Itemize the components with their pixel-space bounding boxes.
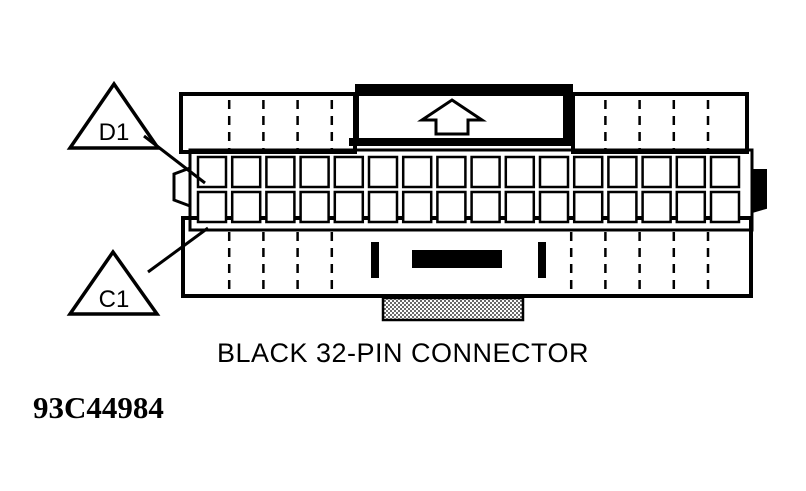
pin-cavity bbox=[299, 155, 330, 189]
pin-cavity bbox=[230, 190, 262, 224]
pin-cavity bbox=[299, 190, 330, 224]
base-strip bbox=[381, 296, 525, 322]
pin-cavity bbox=[538, 155, 570, 189]
left-key bbox=[371, 242, 379, 278]
right-key bbox=[538, 242, 546, 278]
right-latch bbox=[751, 169, 767, 214]
callout-d1: D1 bbox=[66, 80, 206, 185]
callout-c1-label: C1 bbox=[99, 286, 130, 313]
pin-cavity bbox=[333, 155, 365, 189]
pin-cavity bbox=[230, 155, 262, 189]
pin-cavity bbox=[675, 190, 707, 224]
pin-cavity bbox=[504, 155, 536, 189]
pin-cavity bbox=[436, 155, 467, 189]
pin-cavity bbox=[265, 155, 296, 189]
pin-cavity bbox=[367, 190, 399, 224]
pin-cavity bbox=[641, 155, 672, 189]
pin-cavity bbox=[436, 190, 467, 224]
pin-cavity bbox=[675, 155, 707, 189]
up-arrow-icon bbox=[417, 98, 487, 136]
callout-d1-label: D1 bbox=[99, 119, 130, 146]
pin-cavity bbox=[333, 190, 365, 224]
pin-cavity bbox=[572, 190, 604, 224]
pin-cavity bbox=[470, 190, 501, 224]
pin-cavity bbox=[401, 155, 433, 189]
connector-caption: BLACK 32-PIN CONNECTOR bbox=[216, 338, 590, 368]
pin-cavities bbox=[196, 155, 741, 224]
pin-cavity bbox=[367, 155, 399, 189]
pin-guide-lines bbox=[227, 100, 710, 292]
pin-cavity bbox=[641, 190, 672, 224]
figure-id: 93C44984 bbox=[33, 390, 164, 425]
pin-cavity bbox=[709, 155, 741, 189]
pin-cavity bbox=[709, 190, 741, 224]
pin-cavity bbox=[504, 190, 536, 224]
callout-c1: C1 bbox=[66, 226, 209, 316]
left-latch bbox=[172, 166, 191, 208]
pin-cavity bbox=[607, 155, 638, 189]
center-key bbox=[412, 250, 502, 268]
pin-cavity bbox=[607, 190, 638, 224]
pin-cavity bbox=[265, 190, 296, 224]
pin-cavity bbox=[470, 155, 501, 189]
pin-cavity bbox=[538, 190, 570, 224]
pin-cavity bbox=[401, 190, 433, 224]
pin-cavity bbox=[572, 155, 604, 189]
pin-cavity bbox=[196, 190, 228, 224]
